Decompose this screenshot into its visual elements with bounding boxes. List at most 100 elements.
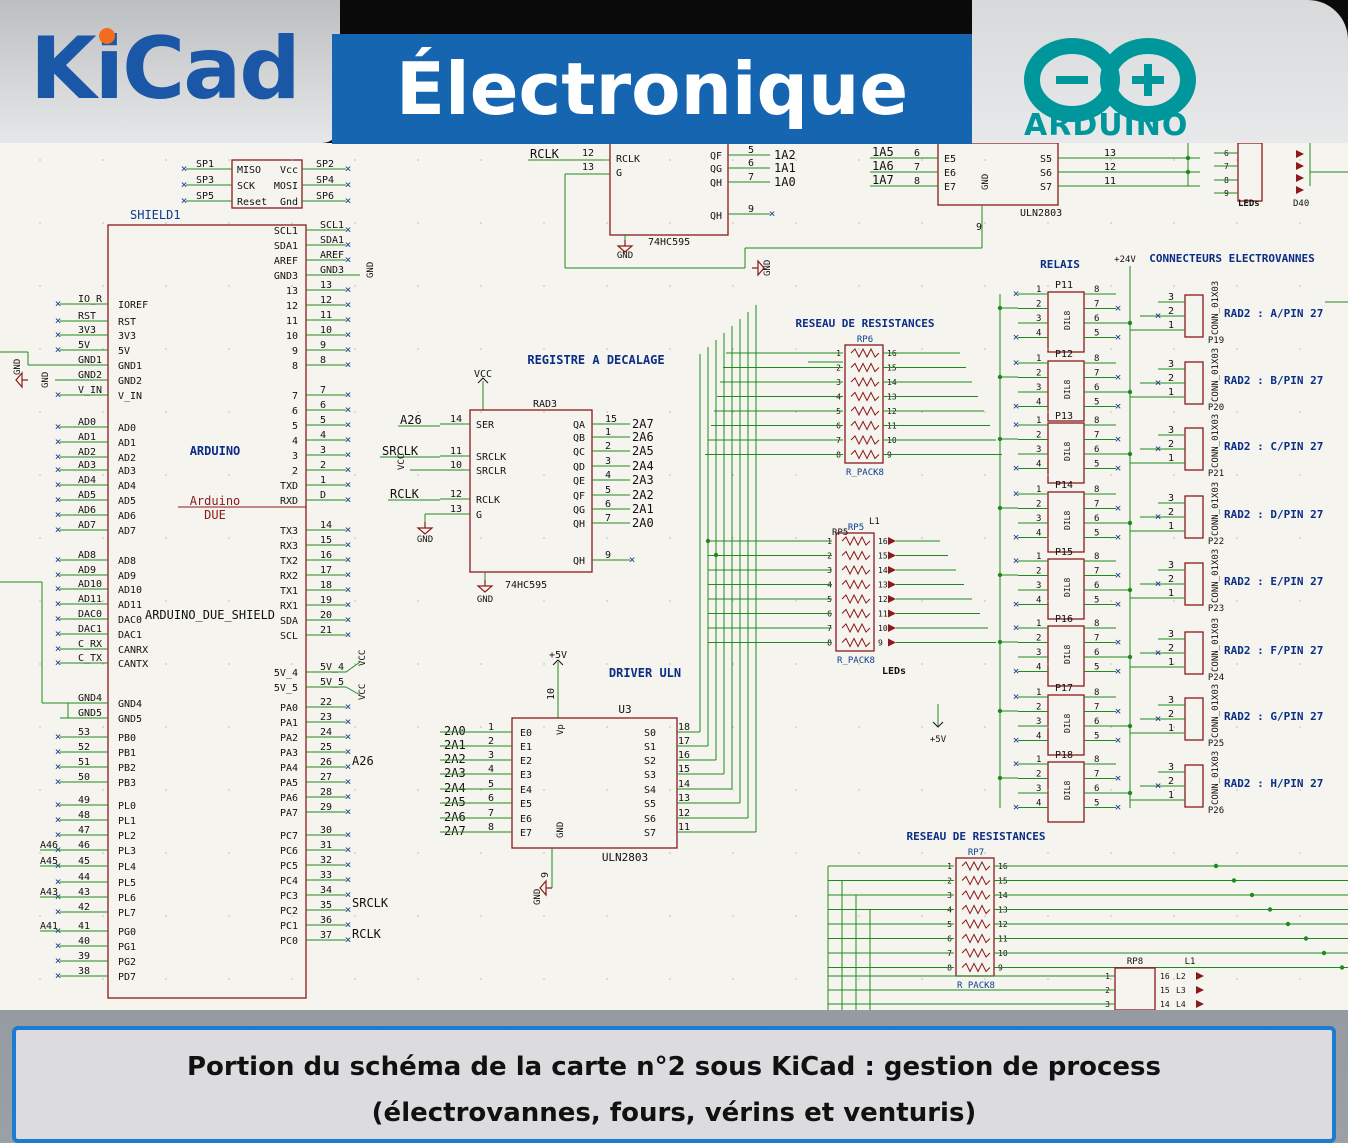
schematic-label: 15: [1160, 986, 1170, 995]
schematic-label: 1: [1168, 657, 1174, 668]
grid-dot: [417, 915, 419, 917]
schematic-label: SRCLK: [476, 452, 506, 463]
top-register-body: [609, 143, 729, 236]
grid-dot: [165, 348, 167, 350]
net-label: 40: [78, 936, 90, 947]
no-connect-icon: ×: [55, 523, 62, 536]
schematic-label: GND: [617, 251, 633, 261]
schematic-label: 2: [1036, 634, 1041, 644]
grid-dot: [354, 726, 356, 728]
schematic-label: 6: [1094, 717, 1099, 727]
schematic-label: QD: [573, 462, 585, 473]
resnet-ref: RP6: [857, 335, 873, 345]
shield-pin-name: AD0: [118, 423, 136, 434]
net-label: GND2: [78, 370, 102, 381]
schematic-label: 4: [1036, 460, 1041, 470]
no-connect-icon: ×: [181, 194, 188, 207]
net-label: 12: [320, 295, 332, 306]
schematic-label: 15: [678, 764, 690, 775]
led-icon: [888, 537, 896, 545]
grid-dot: [165, 474, 167, 476]
grid-dot: [102, 411, 104, 413]
schematic-label: 2: [1168, 574, 1174, 585]
register-title: REGISTRE A DECALAGE: [527, 353, 664, 367]
shield-pin-name: PB1: [118, 748, 136, 759]
grid-dot: [165, 726, 167, 728]
schematic-label: SP1: [196, 159, 214, 170]
schematic-label: 1: [1036, 416, 1041, 426]
led-icon: [1196, 986, 1204, 994]
no-connect-icon: ×: [345, 313, 352, 326]
no-connect-icon: ×: [345, 628, 352, 641]
schematic-label: 4: [1036, 732, 1041, 742]
grid-dot: [858, 159, 860, 161]
schematic-label: 16: [1160, 972, 1170, 981]
grid-dot: [858, 474, 860, 476]
net-label: 27: [320, 772, 332, 783]
shield-pin-name: 7: [292, 391, 298, 402]
grid-dot: [102, 159, 104, 161]
schematic-label: 1A6: [872, 159, 894, 173]
grid-dot: [1173, 789, 1175, 791]
net-label: RST: [78, 311, 96, 322]
schematic-label: SP5: [196, 191, 214, 202]
shield-pin-name: PL3: [118, 846, 136, 857]
schematic-label: 3: [1168, 695, 1174, 706]
grid-dot: [1110, 852, 1112, 854]
grid-dot: [1299, 852, 1301, 854]
shield-pin-name: DAC0: [118, 615, 142, 626]
net-label: 9: [320, 340, 326, 351]
no-connect-icon: ×: [345, 343, 352, 356]
schematic-label: 9: [748, 204, 754, 215]
grid-dot: [291, 348, 293, 350]
relay-ref: P18: [1055, 750, 1073, 761]
schematic-label: SP6: [316, 191, 334, 202]
grid-dot: [858, 285, 860, 287]
schematic-label: 2: [1168, 709, 1174, 720]
grid-dot: [1236, 285, 1238, 287]
schematic-label: 2A6: [444, 810, 466, 824]
grid-dot: [606, 159, 608, 161]
connector-body: [1184, 361, 1204, 405]
shield-pin-name: AD7: [118, 526, 136, 537]
grid-dot: [1299, 159, 1301, 161]
schematic-label: 2A0: [632, 516, 654, 530]
resistor-icon: [841, 637, 871, 648]
schematic-label: 2A6: [632, 430, 654, 444]
grid-dot: [858, 789, 860, 791]
schematic-label: DIL8: [1063, 442, 1072, 461]
schematic-label: GND: [477, 595, 493, 605]
relay-body: [1047, 291, 1085, 353]
grid-dot: [1299, 537, 1301, 539]
led-icon: [888, 595, 896, 603]
no-connect-icon: ×: [1013, 487, 1020, 500]
schematic-label: 5: [1094, 529, 1099, 539]
pin-number: 16: [878, 537, 888, 546]
net-label: 25: [320, 742, 332, 753]
grid-dot: [39, 411, 41, 413]
schematic-label: 3: [1168, 629, 1174, 640]
no-connect-icon: ×: [55, 745, 62, 758]
grid-dot: [480, 600, 482, 602]
grid-dot: [858, 537, 860, 539]
no-connect-icon: ×: [55, 314, 62, 327]
caption-line-1: Portion du schéma de la carte n°2 sous K…: [187, 1052, 1161, 1082]
net-label: 3V3: [78, 325, 96, 336]
resistor-icon: [850, 434, 880, 446]
schematic-label: 18: [678, 722, 690, 733]
grid-dot: [1173, 852, 1175, 854]
schematic-label: 5: [1094, 329, 1099, 339]
grid-dot: [984, 159, 986, 161]
net-label: V_IN: [78, 385, 102, 396]
schematic-label: 2A1: [444, 738, 466, 752]
schematic-label: 4: [1036, 799, 1041, 809]
schematic-label: 8: [488, 822, 494, 833]
schematic-label: SP2: [316, 159, 334, 170]
pin-number: 13: [878, 581, 888, 590]
net-label: 37: [320, 930, 332, 941]
net-label: 43: [78, 887, 90, 898]
schematic-label: 13: [582, 162, 594, 173]
grid-dot: [480, 537, 482, 539]
no-connect-icon: ×: [1115, 636, 1122, 649]
net-label: AD6: [78, 505, 96, 516]
